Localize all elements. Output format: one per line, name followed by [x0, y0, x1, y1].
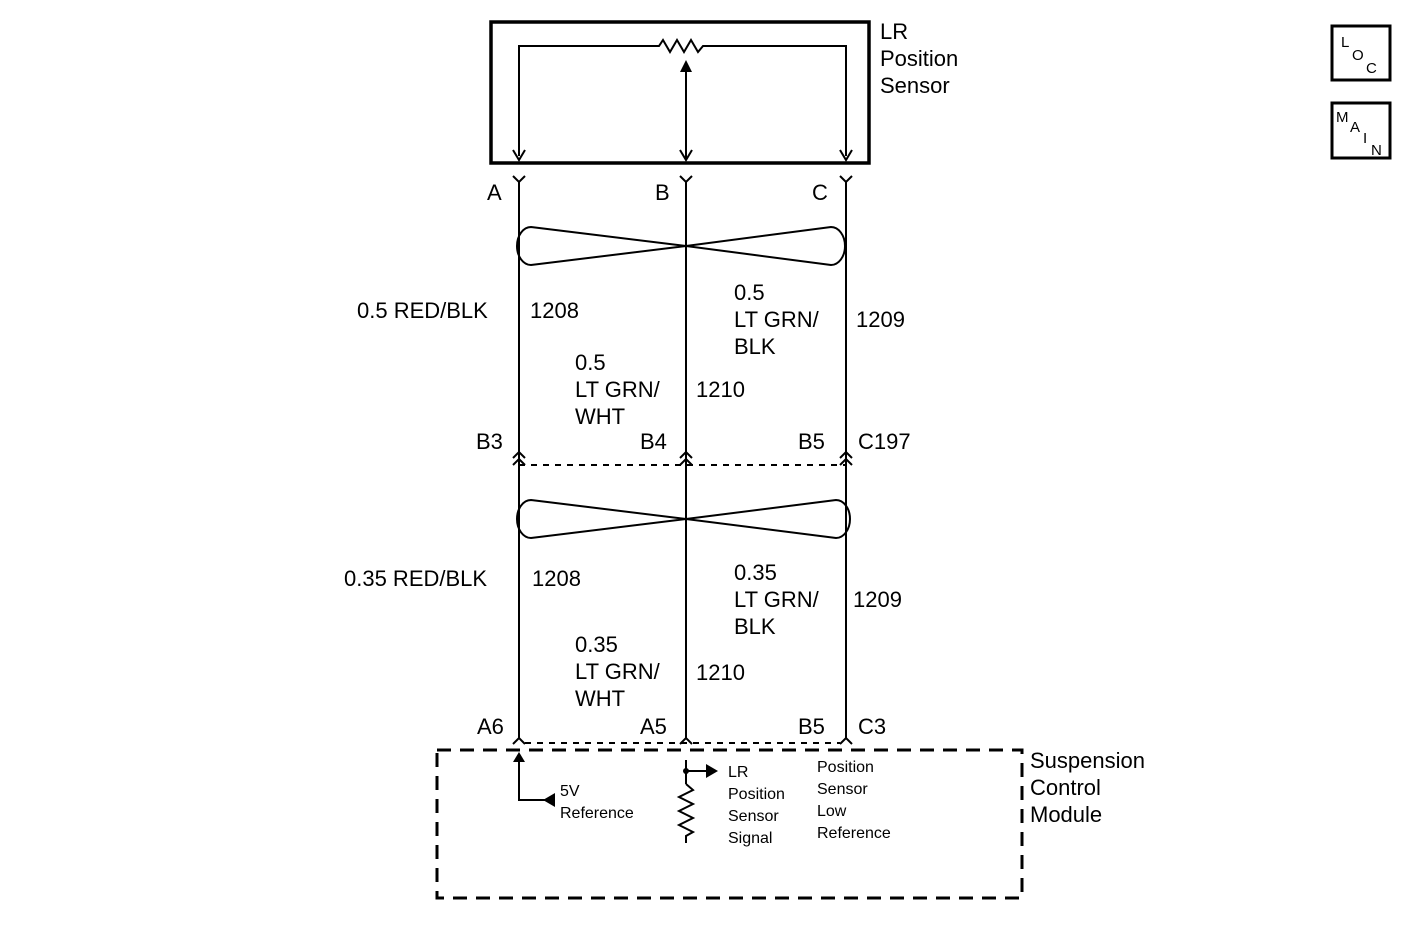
- pin-male-icon: [512, 736, 526, 745]
- sensor-name-line3: Sensor: [880, 73, 950, 98]
- signal-circuit: LR Position Sensor Signal: [676, 760, 785, 847]
- resistor-icon: [676, 783, 696, 843]
- arrow-left-icon: [543, 793, 555, 807]
- wire-c-size: 0.5: [734, 280, 765, 305]
- c197-pin-b4: B4: [640, 429, 667, 454]
- arrow-down-icon: [512, 149, 526, 162]
- loc-button[interactable]: L O C: [1330, 24, 1392, 82]
- wiper-arrow-icon: [680, 60, 692, 72]
- lr-position-sensor: LR Position Sensor: [489, 19, 958, 165]
- module-name-line2: Control: [1030, 775, 1101, 800]
- signal-label-line2: Position: [728, 786, 785, 803]
- wire-b-size-lower: 0.35: [575, 632, 618, 657]
- wire-b-color-line2: WHT: [575, 404, 625, 429]
- signal-label-line1: LR: [728, 764, 748, 781]
- arrow-up-icon: [513, 752, 525, 762]
- module-pin-a6: A6: [477, 714, 504, 739]
- low-ref-label-line1: Position: [817, 759, 874, 776]
- upper-wire-labels: 0.5 RED/BLK 1208 0.5 LT GRN/ WHT 1210 0.…: [357, 280, 905, 429]
- sensor-pin-b: B: [655, 180, 670, 205]
- wire-b-color-line2-lower: WHT: [575, 686, 625, 711]
- arrow-down-icon: [679, 149, 693, 162]
- reference-label-line2: Reference: [560, 805, 634, 822]
- wire-c-size-lower: 0.35: [734, 560, 777, 585]
- suspension-control-module: Suspension Control Module 5V Reference L…: [435, 748, 1145, 900]
- sensor-connector: A B C: [487, 175, 853, 205]
- wires: [518, 182, 847, 738]
- main-button-frame: [1330, 101, 1392, 160]
- wire-b-circuit-lower: 1210: [696, 660, 745, 685]
- module-name-line1: Suspension: [1030, 748, 1145, 773]
- sensor-pin-a: A: [487, 180, 502, 205]
- c197-name: C197: [858, 429, 911, 454]
- pin-male-icon: [512, 450, 526, 459]
- c197-pin-b5: B5: [798, 429, 825, 454]
- wire-b-size: 0.5: [575, 350, 606, 375]
- module-box: [435, 748, 1024, 900]
- potentiometer-icon: [518, 38, 847, 156]
- wire-a-circuit: 1208: [530, 298, 579, 323]
- signal-label-line3: Sensor: [728, 808, 779, 825]
- module-connector: A6 A5 B5 C3: [477, 714, 886, 745]
- pin-female-icon: [679, 175, 693, 184]
- module-pin-a5: A5: [640, 714, 667, 739]
- low-ref-label-line4: Reference: [817, 825, 891, 842]
- module-connector-name: C3: [858, 714, 886, 739]
- loc-letter-o: O: [1352, 47, 1364, 64]
- main-letter-i: I: [1363, 130, 1367, 147]
- pin-male-icon: [679, 457, 693, 466]
- inline-connector-c197: B3 B4 B5 C197: [476, 429, 911, 466]
- main-letter-m: M: [1336, 109, 1349, 126]
- c197-pin-b3: B3: [476, 429, 503, 454]
- main-letter-n: N: [1371, 142, 1382, 159]
- sensor-name-line2: Position: [880, 46, 958, 71]
- pin-female-icon: [839, 175, 853, 184]
- loc-letter-l: L: [1341, 34, 1349, 51]
- loc-letter-c: C: [1366, 60, 1377, 77]
- loc-button-frame: [1330, 24, 1392, 82]
- wire-a-circuit-lower: 1208: [532, 566, 581, 591]
- signal-label-line4: Signal: [728, 830, 772, 847]
- pin-male-icon: [839, 450, 853, 459]
- lower-wire-labels: 0.35 RED/BLK 1208 0.35 LT GRN/ WHT 1210 …: [344, 560, 902, 711]
- wire-c-color-line1: LT GRN/: [734, 307, 820, 332]
- main-button[interactable]: M A I N: [1330, 101, 1392, 160]
- pin-female-icon: [512, 175, 526, 184]
- sensor-box: [489, 20, 871, 165]
- reference-circuit: 5V Reference: [513, 752, 634, 822]
- wire-b-circuit: 1210: [696, 377, 745, 402]
- reference-line: [518, 760, 545, 801]
- wire-c-color-line2: BLK: [734, 334, 776, 359]
- sensor-pin-c: C: [812, 180, 828, 205]
- wire-a-size-color-lower: 0.35 RED/BLK: [344, 566, 487, 591]
- sensor-name-line1: LR: [880, 19, 908, 44]
- pin-male-icon: [679, 450, 693, 459]
- twisted-wire-symbol-upper: [516, 225, 846, 267]
- wire-a-size-color: 0.5 RED/BLK: [357, 298, 488, 323]
- pin-male-icon: [839, 736, 853, 745]
- wire-b-color-line1-lower: LT GRN/: [575, 659, 661, 684]
- wire-b-color-line1: LT GRN/: [575, 377, 661, 402]
- arrow-down-icon: [839, 149, 853, 162]
- wire-c-circuit: 1209: [856, 307, 905, 332]
- wire-c-color-line1-lower: LT GRN/: [734, 587, 820, 612]
- main-letter-a: A: [1350, 119, 1360, 136]
- low-ref-label-line2: Sensor: [817, 781, 868, 798]
- wire-c-color-line2-lower: BLK: [734, 614, 776, 639]
- module-name-line3: Module: [1030, 802, 1102, 827]
- wire-c-circuit-lower: 1209: [853, 587, 902, 612]
- low-reference-circuit: Position Sensor Low Reference: [817, 759, 891, 842]
- module-pin-b5: B5: [798, 714, 825, 739]
- twisted-wire-symbol-lower: [516, 498, 851, 540]
- pin-male-icon: [839, 457, 853, 466]
- reference-label-line1: 5V: [560, 783, 580, 800]
- low-ref-label-line3: Low: [817, 803, 847, 820]
- pin-male-icon: [512, 457, 526, 466]
- arrow-right-icon: [706, 764, 718, 778]
